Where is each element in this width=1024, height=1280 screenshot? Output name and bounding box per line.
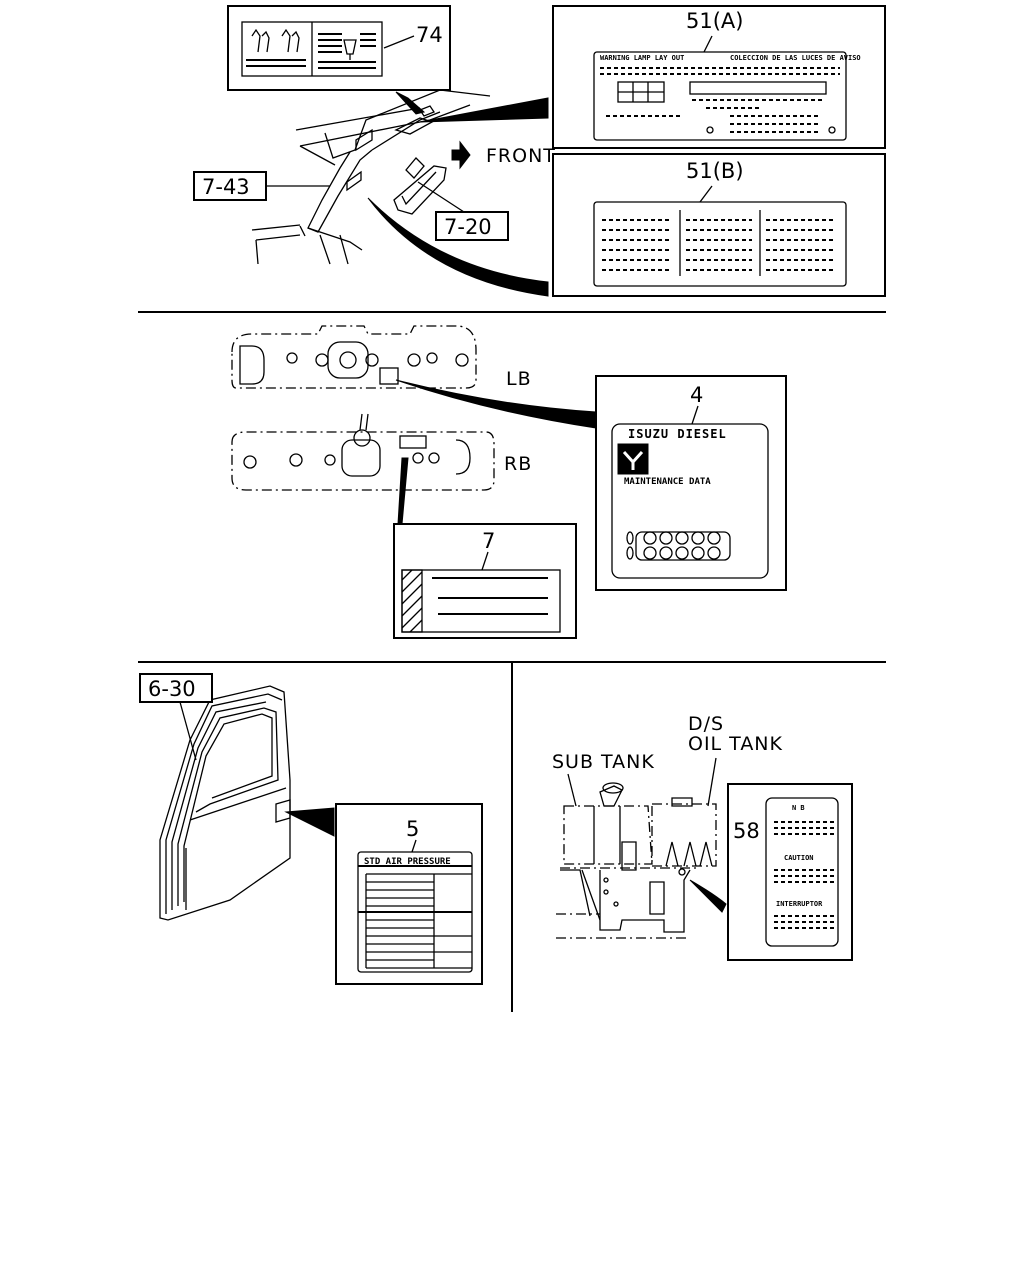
- rocker-cover-rb: [231, 413, 495, 491]
- front-label: FRONT: [486, 145, 556, 167]
- callout-4: 4: [690, 383, 703, 407]
- leader-51a: [703, 35, 713, 53]
- svg-text:COLECCION DE LAS LUCES DE AVIS: COLECCION DE LAS LUCES DE AVISO: [730, 54, 861, 62]
- leader-6-30: [179, 701, 197, 761]
- leader-wedge-5: [284, 807, 335, 837]
- door-drawing: [159, 685, 291, 921]
- callout-58: 58: [733, 819, 760, 843]
- callout-7: 7: [482, 529, 495, 553]
- leader-74: [383, 35, 415, 49]
- callout-7-43: 7-43: [202, 175, 250, 199]
- callout-box-6-30: [139, 673, 213, 703]
- leader-oil-tank: [707, 757, 717, 807]
- leader-wedge-74: [395, 91, 426, 115]
- leader-wedge-51b: [367, 197, 549, 297]
- svg-text:WARNING LAMP LAY OUT: WARNING LAMP LAY OUT: [600, 54, 684, 62]
- leader-wedge-58: [689, 879, 727, 913]
- callout-51b: 51(B): [686, 159, 744, 183]
- label-7-panel: [393, 523, 577, 639]
- callout-6-30: 6-30: [148, 677, 196, 701]
- oil-tank-label: OIL TANK: [688, 733, 783, 755]
- label-51a-panel: WARNING LAMP LAY OUT COLECCION DE LAS LU…: [552, 5, 886, 149]
- callout-box-7-20: [435, 211, 509, 241]
- callout-74: 74: [416, 23, 443, 47]
- rb-label: RB: [504, 453, 532, 475]
- ds-label: D/S: [688, 713, 724, 735]
- leader-wedge-4: [395, 379, 597, 429]
- svg-text:CAUTION: CAUTION: [784, 854, 814, 862]
- callout-7-20: 7-20: [444, 215, 492, 239]
- svg-text:N B: N B: [792, 804, 805, 812]
- front-arrow-icon: [451, 140, 471, 170]
- sub-tank-label: SUB TANK: [552, 751, 655, 773]
- leader-5: [411, 839, 417, 853]
- svg-text:ISUZU DIESEL: ISUZU DIESEL: [628, 427, 727, 441]
- leader-51b: [699, 185, 713, 203]
- rocker-cover-lb: [231, 325, 477, 389]
- svg-text:MAINTENANCE DATA: MAINTENANCE DATA: [624, 477, 711, 487]
- label-51b-panel: [552, 153, 886, 297]
- label-4-panel: ISUZU DIESEL MAINTENANCE DATA: [595, 375, 787, 591]
- label-74-panel: [227, 5, 451, 91]
- callout-51a: 51(A): [686, 9, 743, 33]
- label-58-panel: N B CAUTION INTERRUPTOR: [727, 783, 853, 961]
- leader-wedge-51a: [419, 97, 549, 123]
- leader-7-20: [417, 181, 465, 213]
- leader-sub-tank: [567, 773, 577, 807]
- leader-wedge-7: [397, 457, 409, 525]
- tank-drawing: [556, 782, 717, 939]
- label-5-panel: STD AIR PRESSURE: [335, 803, 483, 985]
- lb-label: LB: [506, 368, 532, 390]
- callout-5: 5: [406, 817, 419, 841]
- svg-text:INTERRUPTOR: INTERRUPTOR: [776, 900, 823, 908]
- svg-text:STD AIR PRESSURE: STD AIR PRESSURE: [364, 857, 451, 867]
- leader-7: [481, 551, 489, 571]
- leader-4: [691, 405, 699, 425]
